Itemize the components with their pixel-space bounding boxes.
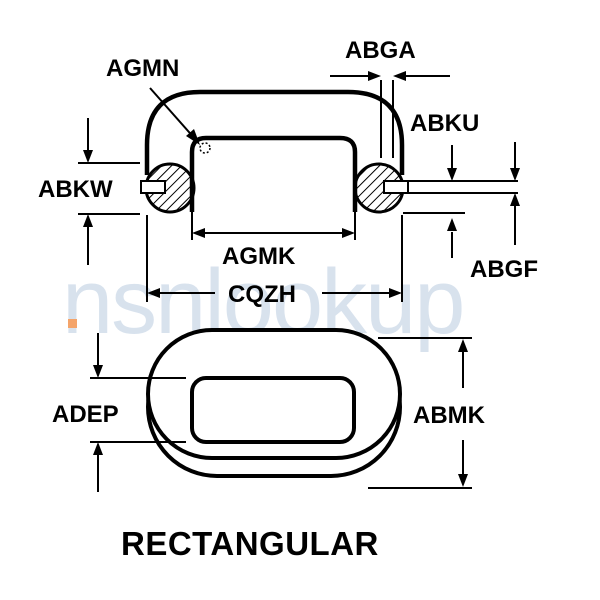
label-agmk: AGMK	[222, 243, 296, 270]
dimension-labels: AGMN ABGA ABKU ABKW AGMK ABGF CQZH ADEP …	[38, 37, 538, 429]
section-inner-profile	[189, 135, 358, 212]
label-abmk: ABMK	[413, 402, 486, 429]
right-section-slot	[383, 180, 409, 194]
section-outer-profile	[144, 89, 405, 175]
section-view	[140, 89, 409, 240]
label-abga: ABGA	[345, 37, 416, 64]
label-agmn: AGMN	[106, 55, 179, 82]
left-section-slot	[140, 180, 166, 194]
plan-inner-opening	[190, 376, 356, 444]
label-adep: ADEP	[52, 401, 119, 428]
label-cqzh: CQZH	[228, 281, 296, 308]
watermark-dot	[68, 319, 77, 328]
plan-view	[146, 328, 402, 478]
label-abgf: ABGF	[470, 256, 538, 283]
label-abkw: ABKW	[38, 176, 113, 203]
label-abku: ABKU	[410, 110, 479, 137]
diagram-caption: RECTANGULAR	[121, 525, 379, 562]
dimension-lines	[78, 71, 520, 492]
